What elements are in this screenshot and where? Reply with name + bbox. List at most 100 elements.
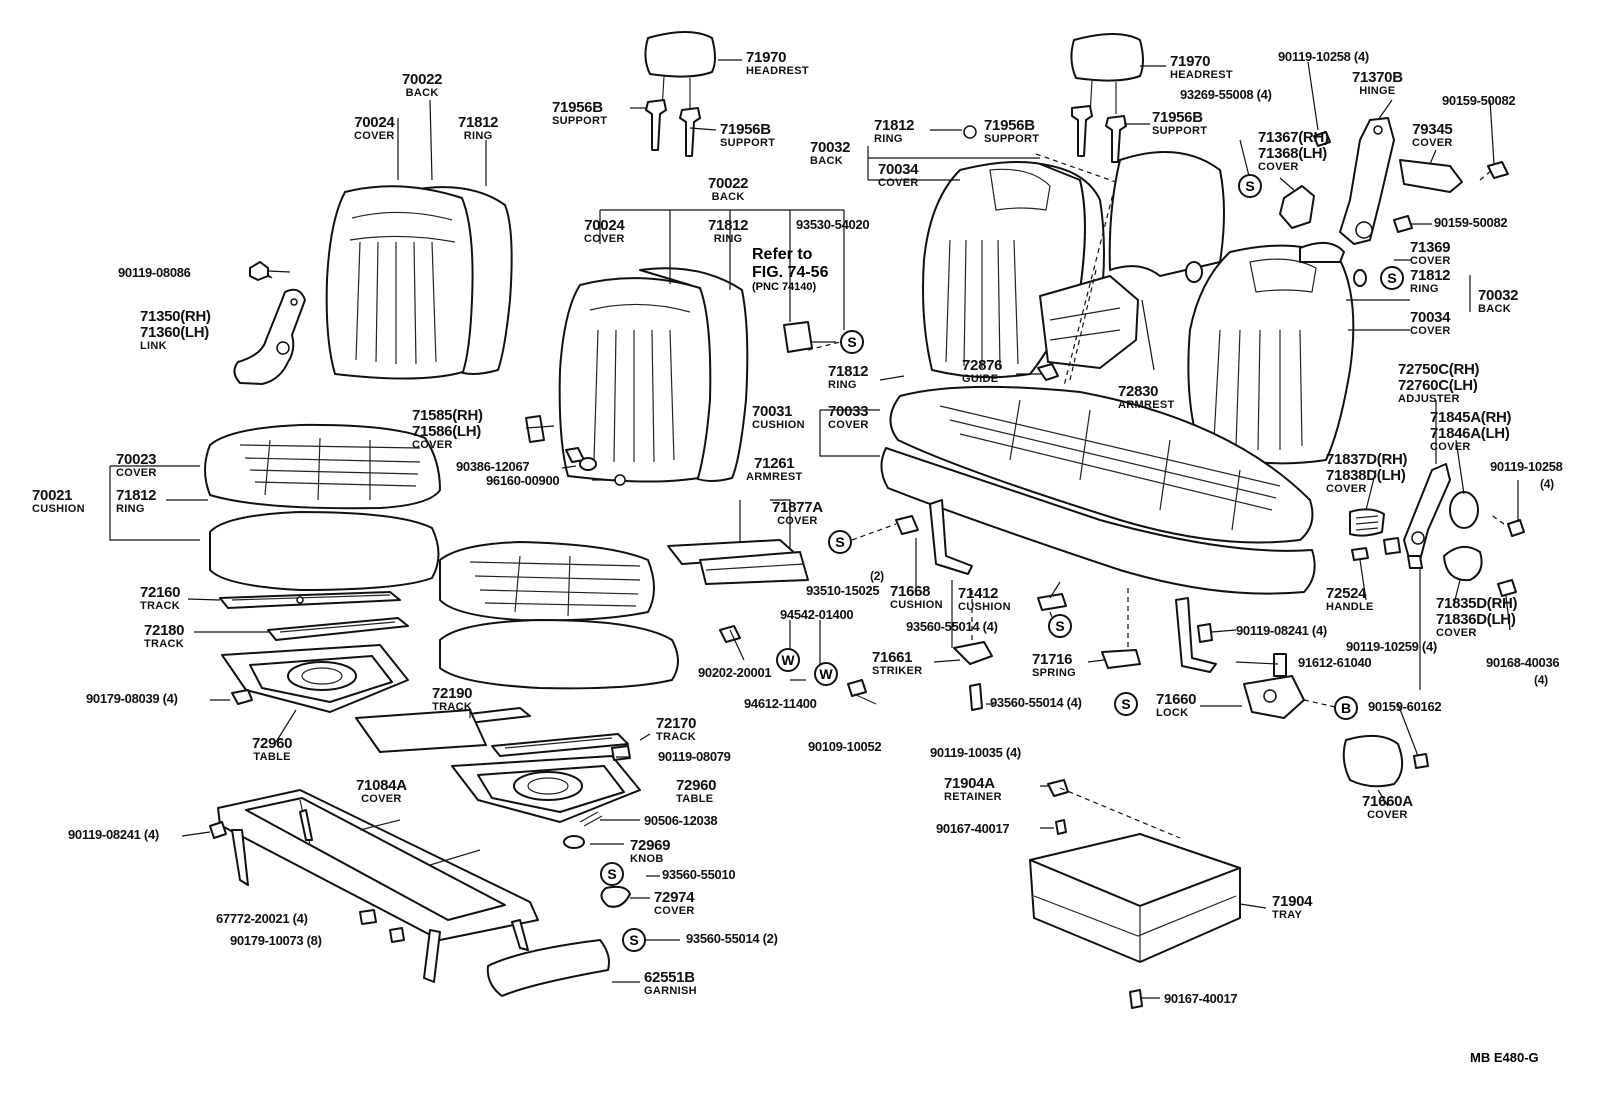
callout-71836d-lh: 71836D(LH)COVER: [1436, 611, 1516, 639]
callout-93510-15025: 93510-15025: [806, 583, 880, 598]
callout-93560-55010: 93560-55010: [662, 867, 736, 882]
callout-90159-50082-mid: 90159-50082: [1434, 215, 1508, 230]
front-seat-frame: [217, 789, 539, 983]
callout-90119-08241-bench: 90119-08241 (4): [1236, 623, 1327, 638]
callout-90119-10035: 90119-10035 (4): [930, 745, 1021, 760]
bench-lock: [1243, 653, 1429, 788]
symbol-s-garnish: S: [622, 928, 646, 952]
symbol-s-lock: S: [1114, 692, 1138, 716]
callout-71360-lh: 71360(LH)LINK: [140, 324, 209, 352]
bench-adjuster: [1349, 463, 1525, 597]
callout-90119-10259: 90119-10259 (4): [1346, 639, 1437, 654]
bench-armrest: [1039, 151, 1225, 369]
callout-71835d-rh: 71835D(RH): [1436, 595, 1518, 612]
diagram-code: MB E480-G: [1470, 1050, 1539, 1065]
callout-71586-lh: 71586(LH)COVER: [412, 423, 481, 451]
center-seat-fasteners: [719, 625, 877, 705]
callout-93560-55014-4-b: 93560-55014 (4): [990, 695, 1082, 710]
symbol-s-cushion: S: [1048, 614, 1072, 638]
center-seat-clip: [783, 321, 813, 353]
callout-90119-08086: 90119-08086: [118, 265, 191, 280]
callout-71845a-rh: 71845A(RH): [1430, 409, 1512, 426]
callout-91612-61040: 91612-61040: [1298, 655, 1372, 670]
callout-qty-4-b: (4): [1534, 673, 1548, 687]
front-seat-track-lower: [267, 617, 409, 641]
callout-qty-2: (2): [870, 569, 884, 583]
callout-90506-12038: 90506-12038: [644, 813, 718, 828]
callout-93560-55014-4-a: 93560-55014 (4): [906, 619, 998, 634]
center-seat-side-cover: [525, 415, 545, 443]
front-seat-nut: [231, 689, 253, 705]
bench-ring-left: [963, 125, 977, 139]
bench-guide: [1037, 363, 1059, 381]
symbol-w-right: W: [814, 662, 838, 686]
symbol-b-lock: B: [1334, 696, 1358, 720]
callout-71367-rh: 71367(RH): [1258, 129, 1329, 146]
bench-striker-spring: [953, 593, 1141, 669]
bench-tray: [1029, 779, 1241, 1009]
callout-90179-10073: 90179-10073 (8): [230, 933, 322, 948]
callout-90119-08241-left: 90119-08241 (4): [68, 827, 159, 842]
callout-90386-12067: 90386-12067: [456, 459, 530, 474]
symbol-s-armrest: S: [828, 530, 852, 554]
center-seat-back: [558, 277, 712, 483]
center-seat-table-frame: [451, 755, 641, 823]
center-seat-track-lower: [491, 733, 629, 757]
callout-90119-10258-right: 90119-10258: [1490, 459, 1563, 474]
callout-90119-10258-top: 90119-10258 (4): [1278, 49, 1369, 64]
bench-bolts: [969, 623, 1213, 711]
center-seat-knob-bolt: [565, 447, 626, 486]
center-seat-supports: [645, 99, 701, 157]
callout-90167-40017-bottom: 90167-40017: [1164, 991, 1238, 1006]
front-seat-back-left: [325, 185, 474, 380]
callout-94612-11400: 94612-11400: [744, 696, 817, 711]
front-seat-cushion-cover: [204, 423, 441, 510]
callout-90168-40036: 90168-40036: [1486, 655, 1560, 670]
front-seat-table-frame: [221, 644, 409, 713]
callout-90202-20001: 90202-20001: [698, 665, 772, 680]
callout-90159-60162: 90159-60162: [1368, 699, 1442, 714]
callout-93560-55014-2: 93560-55014 (2): [686, 931, 778, 946]
callout-90159-50082-top: 90159-50082: [1442, 93, 1516, 108]
callout-72760c-lh: 72760C(LH)ADJUSTER: [1398, 377, 1478, 405]
bench-supports: [1071, 105, 1127, 163]
callout-90167-40017-top: 90167-40017: [936, 821, 1010, 836]
callout-93269-55008: 93269-55008 (4): [1180, 87, 1272, 102]
